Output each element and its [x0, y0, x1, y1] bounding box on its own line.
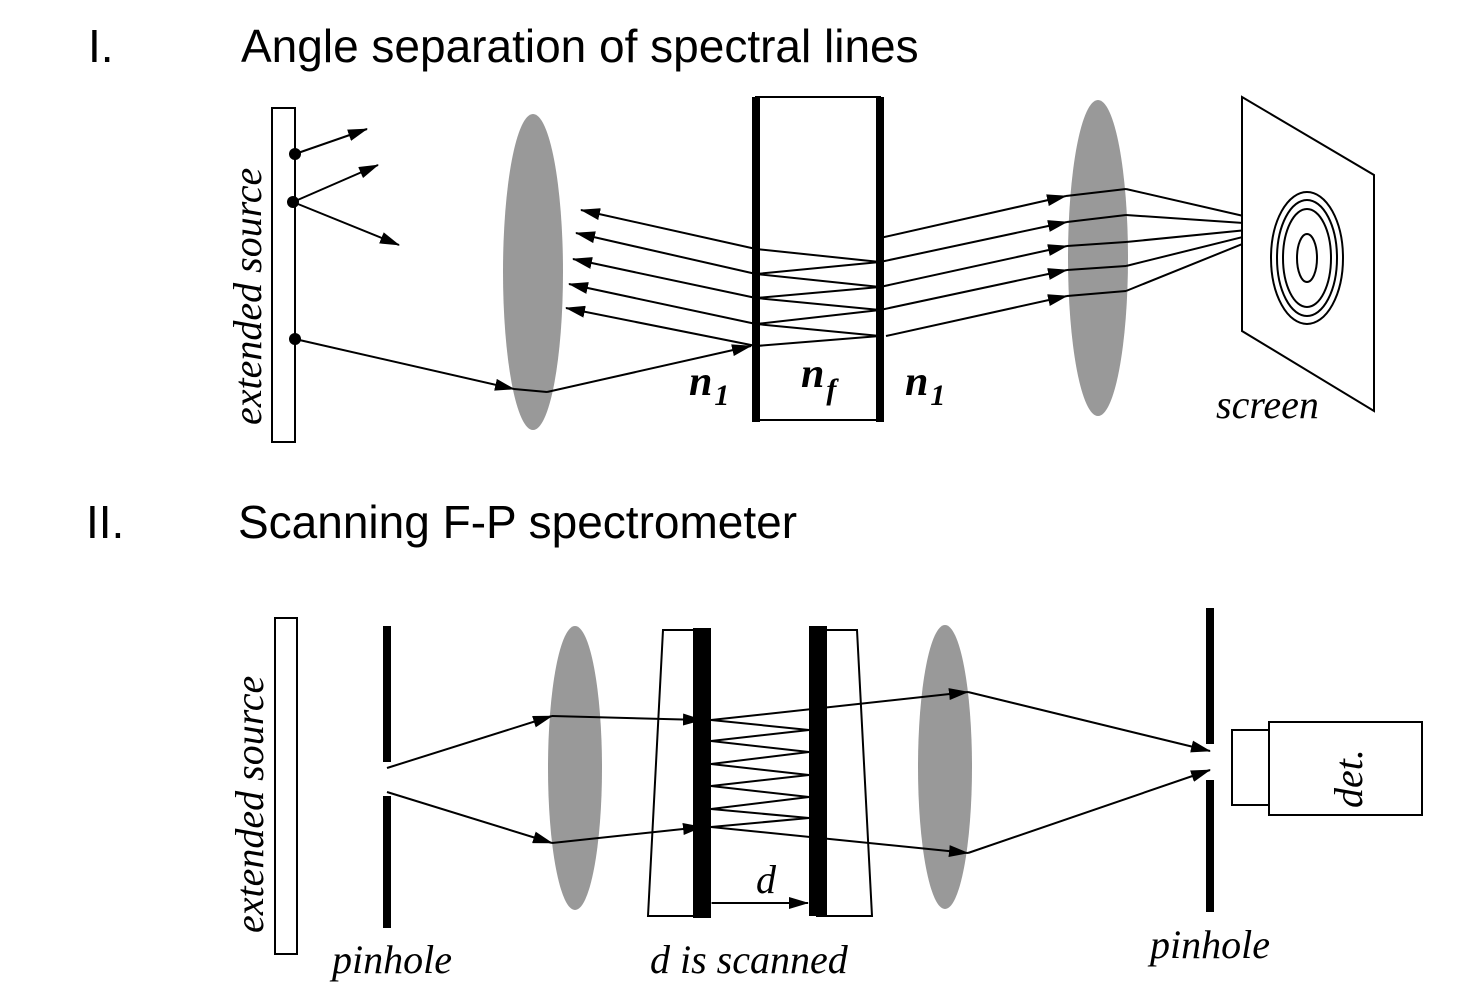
- lens-4: [918, 625, 972, 909]
- interference-rings: [1270, 191, 1344, 325]
- focused-exit-ray: [967, 769, 1211, 854]
- transmitted-ray: [879, 194, 1067, 239]
- ray-in-lens: [1066, 214, 1127, 223]
- ray-in-lens: [1066, 241, 1127, 247]
- screen-label: screen: [1216, 382, 1319, 427]
- section-1: I. Angle separation of spectral lines ex…: [88, 20, 1375, 443]
- extended-source-2: [274, 617, 298, 955]
- ray-in-lens: [1066, 265, 1127, 271]
- mirror-left: [693, 628, 711, 918]
- reflected-ray: [565, 305, 757, 347]
- collimated-ray: [551, 713, 703, 726]
- nf-label: nf: [801, 351, 839, 406]
- lens-1: [503, 114, 563, 430]
- detector-label: det.: [1326, 749, 1371, 808]
- section-2-number: II.: [86, 496, 124, 548]
- section-2-title: Scanning F-P spectrometer: [238, 496, 797, 548]
- transmitted-ray: [879, 244, 1068, 288]
- wedge-plate-left: [646, 629, 701, 917]
- detector: [1268, 721, 1423, 816]
- emission-ray: [292, 201, 400, 246]
- n1-left-label: n1: [689, 359, 729, 412]
- reflected-ray: [572, 257, 757, 299]
- ring: [1282, 208, 1332, 308]
- scan-label: d is scanned: [650, 937, 849, 982]
- incident-ray-in-lens: [513, 388, 548, 393]
- section-1-number: I.: [88, 20, 114, 72]
- transmitted-ray: [879, 268, 1068, 311]
- input-ray: [386, 715, 553, 769]
- screen: [1241, 95, 1375, 413]
- emission-ray: [292, 164, 379, 203]
- ring: [1270, 191, 1344, 325]
- transmitted-ray: [879, 220, 1068, 263]
- lens-2: [1068, 100, 1128, 416]
- exit-ray: [710, 688, 969, 721]
- transmitted-ray: [885, 294, 1068, 337]
- reflected-rays: [565, 208, 757, 347]
- incident-ray: [546, 344, 752, 393]
- ring: [1296, 233, 1318, 283]
- ring: [1276, 199, 1338, 317]
- section-1-title: Angle separation of spectral lines: [241, 20, 919, 72]
- collimated-ray: [551, 823, 703, 844]
- transmitted-rays: [879, 194, 1068, 337]
- reflected-ray: [575, 231, 757, 275]
- extended-source-1-label: extended source: [225, 168, 270, 425]
- exit-ray: [710, 826, 969, 858]
- gap-label: d: [756, 857, 777, 902]
- n1-right-label: n1: [905, 359, 945, 412]
- source-emission-rays: [287, 128, 400, 345]
- pinhole-left-label: pinhole: [329, 937, 452, 982]
- lens-3: [548, 626, 602, 910]
- reflected-ray: [568, 282, 757, 325]
- section-2: II. Scanning F-P spectrometer extended s…: [86, 496, 1423, 982]
- extended-source-2-label: extended source: [227, 676, 272, 933]
- incident-ray: [294, 338, 515, 391]
- reflected-ray: [580, 208, 757, 250]
- input-ray: [386, 791, 553, 844]
- extended-source-1: [271, 107, 296, 443]
- detector-window: [1231, 729, 1271, 806]
- focused-exit-ray: [967, 691, 1211, 753]
- pinhole-right-label: pinhole: [1147, 922, 1270, 967]
- cavity-reflections: [710, 719, 810, 828]
- ray-in-lens: [1065, 188, 1127, 197]
- emission-ray: [294, 128, 368, 155]
- mirror-right: [809, 626, 827, 916]
- ray-in-lens: [1066, 290, 1127, 297]
